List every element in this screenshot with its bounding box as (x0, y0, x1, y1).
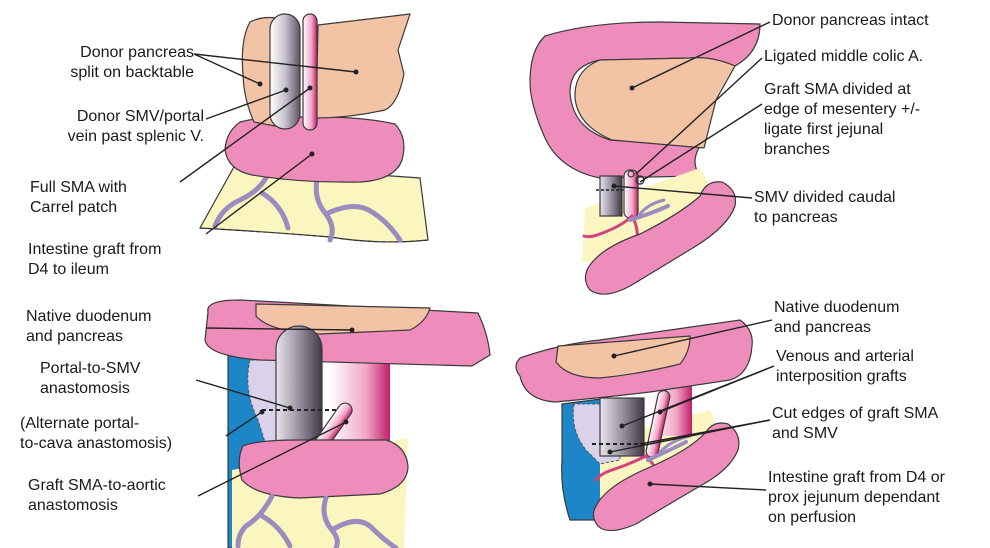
intestine-graft (239, 440, 408, 498)
donor-pancreas-right (316, 14, 410, 118)
label-donor-pancreas-intact: Donor pancreas intact (772, 11, 929, 31)
label-intestine-graft-d4-jejunum: Intestine graft from D4 or prox jejunum … (768, 468, 945, 528)
label-cut-edges-graft: Cut edges of graft SMA and SMV (772, 404, 938, 444)
label-native-duodenum-pancreas-2: Native duodenum and pancreas (774, 298, 899, 338)
full-sma (303, 14, 317, 130)
panel-top-left (200, 14, 428, 242)
label-graft-sma-divided: Graft SMA divided at edge of mesentery +… (764, 80, 920, 160)
label-intestine-graft-d4-ileum: Intestine graft from D4 to ileum (28, 240, 161, 280)
panel-top-right (530, 22, 760, 294)
donor-smv-portal-vein (270, 14, 300, 129)
label-smv-divided: SMV divided caudal to pancreas (754, 188, 895, 228)
label-alternate-portal-to-cava: (Alternate portal- to-cava anastomosis) (20, 414, 172, 454)
label-donor-smv-portal: Donor SMV/portal vein past splenic V. (14, 107, 204, 147)
label-ligated-middle-colic: Ligated middle colic A. (764, 47, 923, 67)
label-donor-pancreas-split: Donor pancreas split on backtable (14, 43, 194, 83)
label-full-sma: Full SMA with Carrel patch (30, 178, 127, 218)
label-venous-arterial-interposition: Venous and arterial interposition grafts (776, 347, 914, 387)
donor-pancreas-intact (575, 58, 735, 148)
label-graft-sma-to-aortic: Graft SMA-to-aortic anastomosis (28, 476, 166, 516)
label-portal-to-smv: Portal-to-SMV anastomosis (40, 359, 140, 399)
label-native-duodenum-pancreas: Native duodenum and pancreas (26, 307, 151, 347)
smv-stub (600, 176, 622, 216)
